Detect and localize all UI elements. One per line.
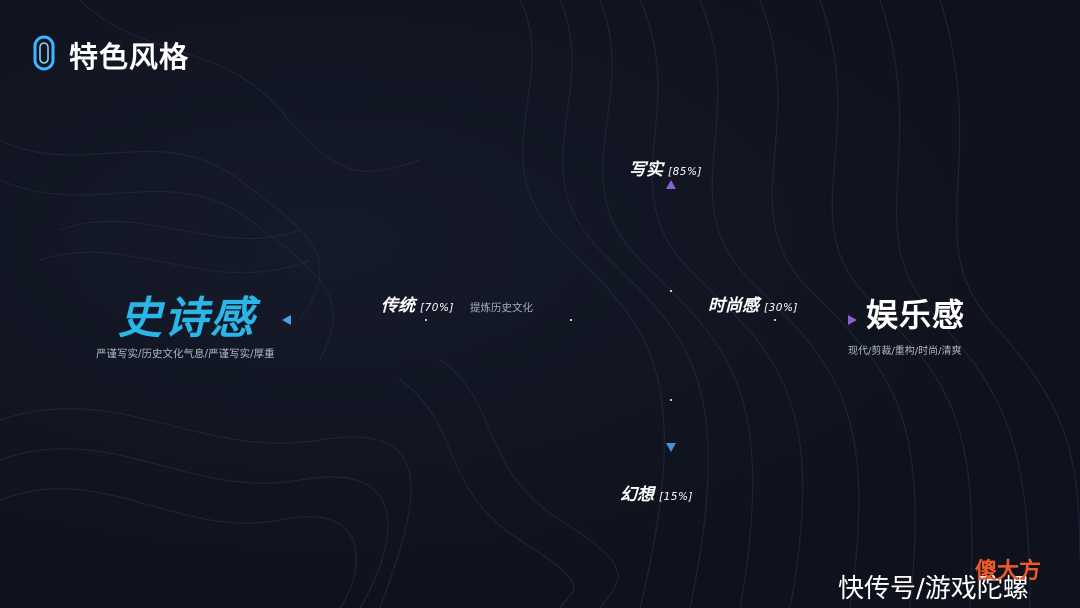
axis-tick [570, 319, 572, 321]
axis-label-top-value: [85%] [668, 166, 703, 178]
pole-left-desc: 严谨写实/历史文化气息/严谨写实/厚重 [96, 348, 275, 360]
axis-tick [425, 319, 427, 321]
page-title: 特色风格 [69, 40, 190, 74]
axis-label-left-value: [70%] [420, 302, 455, 314]
capsule-ring-icon [33, 35, 55, 71]
pole-right-desc: 现代/剪裁/重构/时尚/清爽 [848, 346, 962, 357]
right-arrow-icon [848, 315, 857, 325]
axis-label-bottom: 幻想 [15%] [620, 480, 693, 505]
left-arrow-icon [282, 315, 291, 325]
axis-label-top-text: 写实 [629, 160, 663, 180]
axis-label-bottom-value: [15%] [659, 491, 694, 503]
pole-right-title: 娱乐感 [866, 296, 966, 334]
pole-left-title: 史诗感 [118, 293, 256, 344]
axis-tick [670, 290, 672, 292]
axis-label-bottom-text: 幻想 [620, 485, 654, 505]
axis-tick [670, 399, 672, 401]
watermark-text: 快传号/游戏陀螺 [838, 574, 1029, 604]
up-arrow-icon [666, 180, 676, 189]
watermark-seal: 傻大方 [975, 559, 1042, 584]
axis-label-left: 传统 [70%] [381, 291, 454, 316]
axis-label-left-text: 传统 [381, 296, 415, 316]
axis-tick [774, 319, 776, 321]
axis-label-top: 写实 [85%] [629, 155, 702, 180]
axis-label-right-text: 时尚感 [708, 296, 759, 316]
axis-label-right-value: [30%] [764, 302, 799, 314]
axis-label-left-sub: 提炼历史文化 [470, 302, 533, 314]
axis-label-right: 时尚感 [30%] [708, 291, 798, 316]
down-arrow-icon [666, 443, 676, 452]
